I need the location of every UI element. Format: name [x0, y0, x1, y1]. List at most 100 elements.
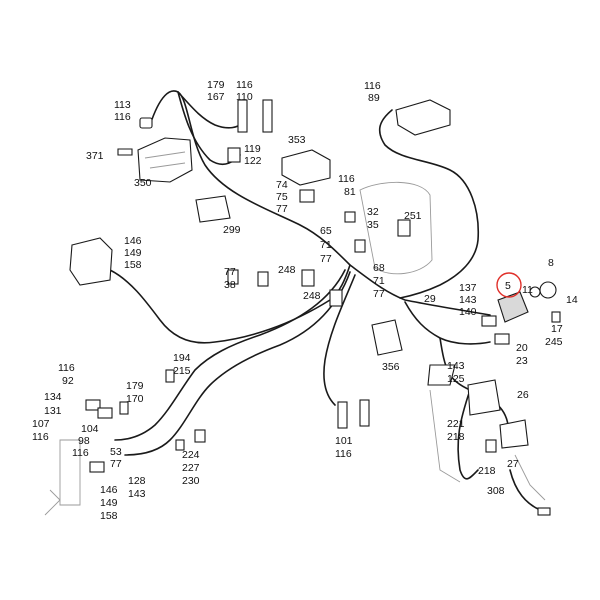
callout-label: 116 — [32, 431, 49, 443]
callout-label: 245 — [545, 336, 563, 348]
callout-label: 53 — [110, 446, 122, 458]
callout-label: 107 — [32, 418, 50, 430]
bracket-350 — [137, 137, 193, 183]
callout-label: 98 — [78, 435, 90, 447]
callout-label: 38 — [224, 279, 236, 291]
connector-137 — [481, 315, 497, 327]
connector-179 — [237, 99, 248, 133]
callout-label: 116 — [338, 173, 355, 185]
clip-113 — [139, 117, 153, 129]
part-194 — [165, 369, 175, 383]
callout-label: 71 — [320, 239, 332, 251]
callout-label: 218 — [447, 431, 465, 443]
callout-label: 143 — [128, 488, 146, 500]
callout-label: 158 — [124, 259, 142, 271]
callout-label: 353 — [288, 134, 306, 146]
callout-label: 170 — [126, 393, 144, 405]
callout-label: 251 — [404, 210, 422, 222]
parts — [44, 99, 561, 516]
main-harness — [109, 90, 546, 513]
callout-label: 308 — [487, 485, 505, 497]
callout-label: 77 — [110, 458, 122, 470]
callout-label: 167 — [207, 91, 225, 103]
callout-label: 134 — [44, 391, 62, 403]
pedal-143 — [427, 364, 456, 386]
callout-label: 32 — [367, 206, 379, 218]
callout-label: 227 — [182, 462, 200, 474]
module-356 — [371, 319, 403, 356]
callout-label: 128 — [128, 475, 146, 487]
connector-20 — [494, 333, 510, 345]
bracket-299 — [195, 195, 231, 223]
callout-label: 11 — [522, 284, 533, 296]
part-68 — [354, 239, 366, 253]
callout-label: 356 — [382, 361, 400, 373]
callout-label: 92 — [62, 375, 74, 387]
callout-label: 77 — [373, 288, 385, 300]
callout-label: 77 — [276, 203, 288, 215]
callout-label: 119 — [244, 143, 261, 155]
connector-74 — [299, 189, 315, 203]
callout-label: 371 — [86, 150, 104, 162]
connector-134 — [85, 399, 101, 411]
bracket-221 — [499, 419, 529, 449]
callout-label: 146 — [100, 484, 118, 496]
callout-label: 14 — [566, 294, 578, 306]
callout-label: 35 — [367, 219, 379, 231]
part-227 — [194, 429, 206, 443]
switch-116-89 — [395, 99, 451, 136]
switch-26 — [467, 379, 501, 416]
callout-label: 68 — [373, 262, 385, 274]
callout-label: 140 — [459, 306, 477, 318]
callout-label: 74 — [276, 179, 288, 191]
callout-label: 215 — [173, 365, 191, 377]
connector-116-110 — [262, 99, 273, 133]
callout-label-highlighted: 5 — [505, 280, 511, 292]
callout-label: 8 — [548, 257, 554, 269]
callout-label: 158 — [100, 510, 118, 522]
part-38 — [257, 271, 269, 287]
callout-label: 125 — [447, 373, 465, 385]
callout-label: 27 — [507, 458, 519, 470]
callout-label: 230 — [182, 475, 200, 487]
callout-label: 116 — [335, 448, 352, 460]
callout-label: 221 — [447, 418, 465, 430]
callout-label: 299 — [223, 224, 241, 236]
relay-353 — [281, 149, 331, 186]
callout-label: 224 — [182, 449, 200, 461]
part-77-38 — [227, 269, 239, 285]
connector-131 — [97, 407, 113, 419]
callout-label: 149 — [100, 497, 118, 509]
part-218 — [485, 439, 497, 453]
callout-label: 137 — [459, 282, 477, 294]
sensor-308 — [537, 507, 551, 516]
part-248b — [329, 289, 343, 307]
connector-146b — [89, 461, 105, 473]
callout-label: 194 — [173, 352, 191, 364]
sensor-251 — [397, 219, 411, 237]
part-248a — [301, 269, 315, 287]
callout-label: 146 — [124, 235, 142, 247]
callout-label: 116 — [114, 111, 131, 123]
callout-label: 75 — [276, 191, 288, 203]
callout-label: 26 — [517, 389, 529, 401]
callout-label: 143 — [447, 360, 465, 372]
callout-label: 23 — [516, 355, 528, 367]
module-146 — [69, 237, 113, 286]
plug-14 — [551, 311, 561, 323]
callout-label: 248 — [278, 264, 296, 276]
callout-label: 104 — [81, 423, 99, 435]
washer-11 — [529, 286, 541, 298]
callout-label: 89 — [368, 92, 380, 104]
screw-371 — [117, 148, 133, 156]
callout-label: 65 — [320, 225, 332, 237]
callout-label: 350 — [134, 177, 152, 189]
part-116-101 — [359, 399, 370, 427]
callout-label: 116 — [364, 80, 381, 92]
callout-label: 122 — [244, 155, 262, 167]
part-101 — [337, 401, 348, 429]
callout-label: 248 — [303, 290, 321, 302]
callout-label: 116 — [58, 362, 75, 374]
callout-labels: 179 116 167 110 113 116 371 350 353 119 … — [32, 79, 578, 522]
